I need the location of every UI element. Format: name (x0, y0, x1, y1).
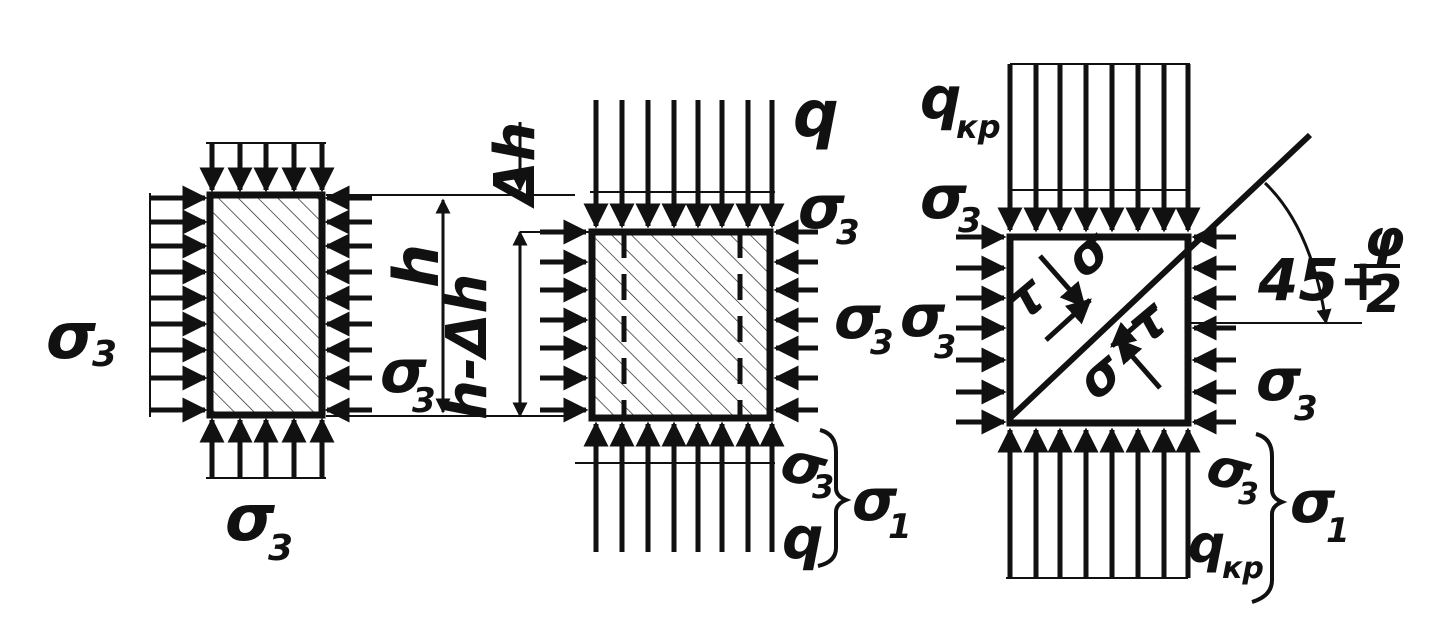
angle-label-two: 2 (1366, 265, 1402, 325)
angle-label-base: 45+ (1257, 246, 1387, 314)
panel2-bottom-stress-sub: 3 (812, 468, 834, 506)
panel1-right-stress-sub: 3 (412, 381, 436, 421)
panel3-bottom-load: q (1188, 515, 1225, 575)
panel1-left-stress: σ (46, 300, 96, 374)
panel3-major-stress-sub: 1 (1326, 511, 1350, 551)
panel-3: q кр σ 3 σ 3 σ τ σ τ 45+ φ 2 σ 3 σ 3 q к… (900, 63, 1405, 604)
sample-2 (588, 228, 774, 422)
failure-plane (1007, 132, 1313, 421)
panel2-major-stress: σ (852, 466, 898, 534)
panel3-major-stress: σ (1290, 468, 1336, 536)
panel2-top-right-stress-sub: 3 (836, 213, 860, 253)
panel3-left-stress: σ (900, 282, 946, 350)
panel3-stress-arrows (956, 64, 1236, 578)
normal-arrow-upper (1038, 254, 1086, 308)
panel-1: σ 3 σ 3 σ 3 h (46, 142, 575, 569)
shear-arrow-lower (1110, 306, 1158, 348)
panel2-top-right-stress: σ (798, 173, 845, 243)
sample-1 (206, 191, 326, 419)
panel3-bottom-stress-sub: 3 (1238, 477, 1259, 512)
panel3-left-stress-sub: 3 (934, 328, 956, 366)
panel1-left-stress-sub: 3 (92, 334, 117, 375)
panel1-stress-arrows (150, 144, 372, 477)
panel2-bottom-brace (817, 428, 852, 568)
panel2-right-stress: σ (834, 283, 881, 353)
normal-arrow-lower (1116, 338, 1162, 390)
panel3-right-stress-sub: 3 (1294, 389, 1318, 429)
panel3-top-left-stress-sub: 3 (958, 201, 982, 241)
panel2-top-load: q (793, 78, 839, 152)
panel3-bottom-brace (1251, 432, 1288, 604)
panel3-top-left-stress: σ (920, 163, 967, 233)
panel2-height-reduced-label: h-Δh (435, 274, 500, 420)
panel3-right-stress: σ (1256, 346, 1302, 414)
panel3-top-load: q (920, 64, 962, 132)
panel2-major-stress-sub: 1 (888, 507, 912, 547)
angle-label-phi: φ (1364, 209, 1405, 269)
angle-arc (1263, 181, 1332, 325)
panel2-bottom-load: q (782, 504, 824, 572)
panel1-bottom-stress: σ (225, 482, 275, 556)
panel3-top-load-sub: кр (956, 108, 1001, 146)
panel2-stress-arrows (540, 100, 818, 552)
panel-2: h-Δh Δh q σ 3 σ 3 σ 3 q σ 1 (435, 78, 912, 572)
panel1-right-stress: σ (380, 337, 427, 407)
panel3-bottom-load-sub: кр (1222, 551, 1264, 586)
panel2-right-stress-sub: 3 (870, 323, 894, 363)
panel2-delta-label: Δh (483, 122, 548, 209)
shear-arrow-upper (1044, 298, 1092, 342)
panel1-bottom-stress-sub: 3 (268, 528, 293, 569)
